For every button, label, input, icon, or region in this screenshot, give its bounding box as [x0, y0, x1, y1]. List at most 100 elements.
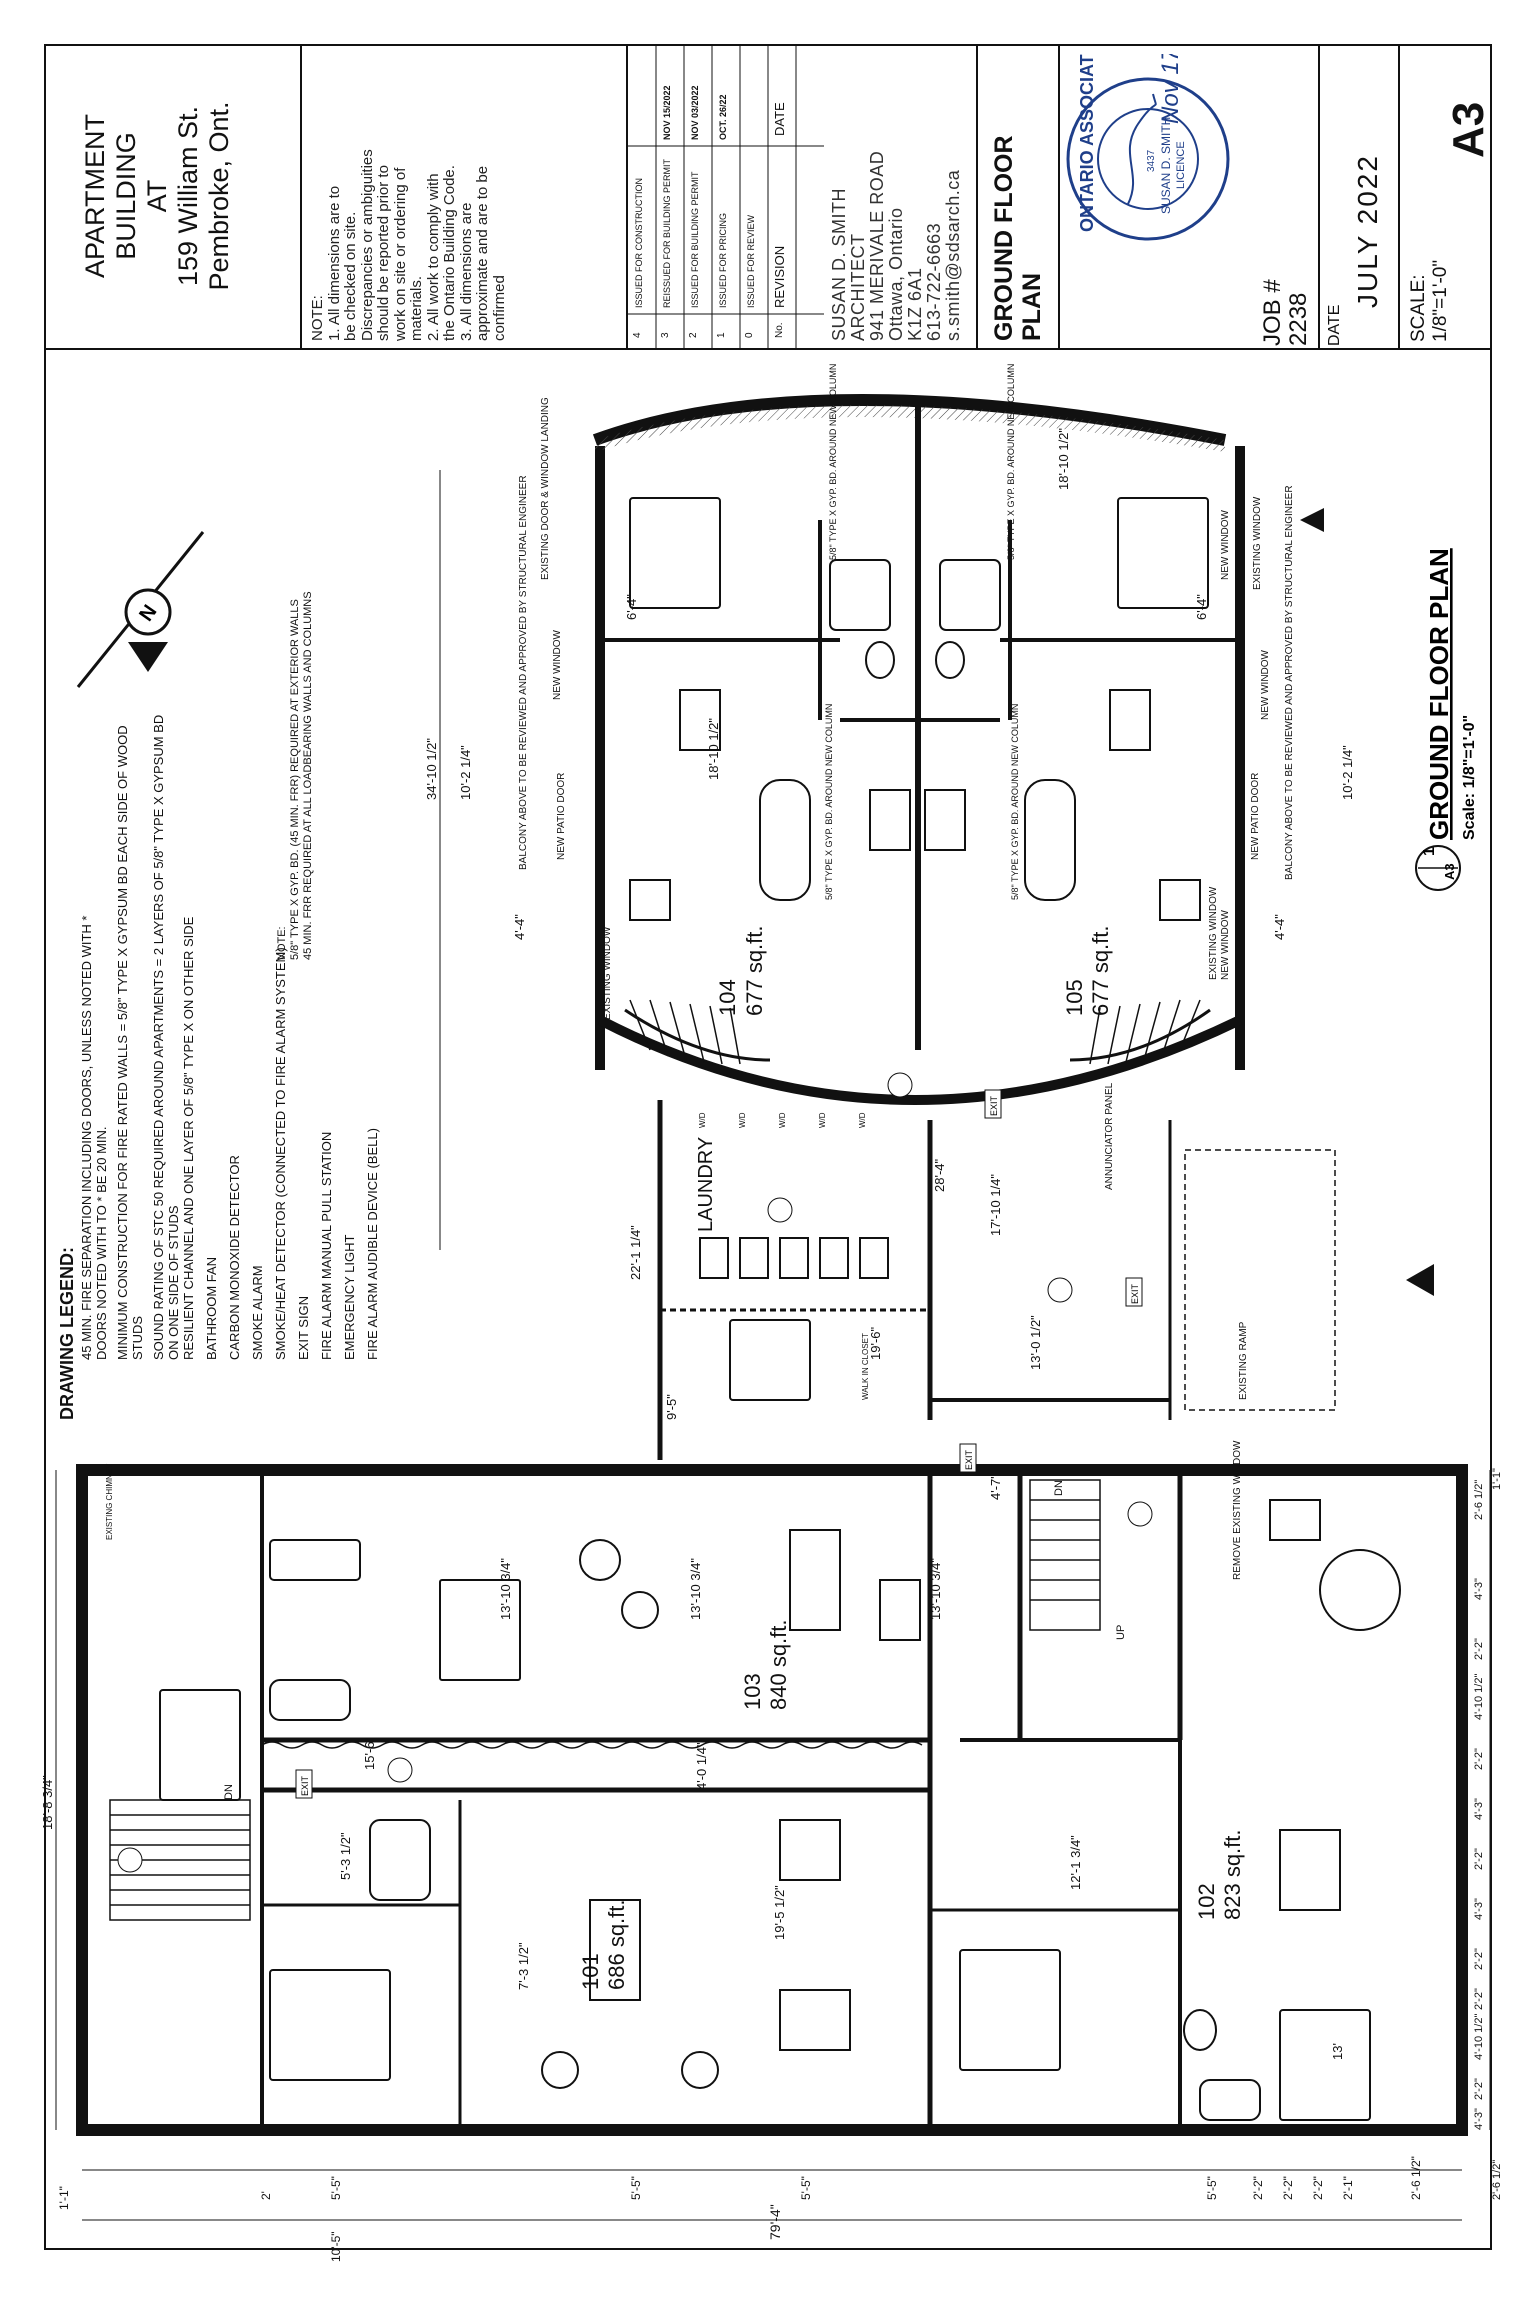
- fire-symbols: EXIT EXIT EXIT EXIT: [117, 1072, 1153, 1873]
- dim-13d: 13'-0 1/2": [1028, 1315, 1043, 1370]
- washer-dryer-icon: [779, 1237, 809, 1279]
- kitchen-island-icon: [759, 779, 811, 901]
- seal-signature-date: Nov 17/22: [1157, 54, 1184, 124]
- dim-13a: 13'-10 3/4": [498, 1558, 513, 1620]
- dim-right: 4'-10 1/2": [1473, 1674, 1485, 1720]
- washer-dryer-icon: [859, 1237, 889, 1279]
- stove-icon: [1269, 1499, 1321, 1541]
- dim-right: 4'-3": [1473, 1798, 1485, 1820]
- stove-icon: [924, 789, 966, 851]
- dim-15: 15'-6": [362, 1736, 377, 1770]
- new-window-label: NEW WINDOW: [1260, 649, 1271, 720]
- exit-sign-icon: [959, 1443, 977, 1473]
- existing-window-label: EXISTING WINDOW: [1208, 886, 1219, 980]
- ramp-outline: [1184, 1149, 1336, 1411]
- dimension-lines: [55, 470, 1491, 2221]
- new-window-label: NEW WINDOW: [1220, 909, 1231, 980]
- unit-102-area: 823 sq.ft.: [1220, 1829, 1245, 1920]
- plan-area: [44, 350, 1492, 2250]
- wd-label: W/D: [858, 1112, 867, 1128]
- dim-right: 2'-2": [1473, 2078, 1485, 2100]
- smoke-heat-detector-icon: [887, 1072, 913, 1098]
- sofa-icon: [589, 1899, 641, 2001]
- dim-17: 17'-10 1/4": [988, 1174, 1003, 1236]
- wd-label: W/D: [778, 1112, 787, 1128]
- washer-dryer-icon: [819, 1237, 849, 1279]
- plan-title-block: 1 A3 GROUND FLOOR PLAN Scale: 1/8"=1'-0": [1415, 548, 1478, 891]
- unit-105-area: 677 sq.ft.: [1088, 925, 1113, 1016]
- dim-4d: 4'-7": [988, 1474, 1003, 1500]
- sofa-icon: [679, 689, 721, 751]
- dim-bottom: 2'-6 1/2": [1409, 2156, 1423, 2200]
- right-dimensions: 2'-6 1/2" 4'-3" 2'-2" 4'-10 1/2" 2'-2" 4…: [1473, 1468, 1503, 2200]
- exit-sign-icon: [984, 1089, 1002, 1119]
- dim-right: 2'-6 1/2": [1491, 2160, 1503, 2200]
- dim-overall-width: 79'-4": [767, 2204, 783, 2240]
- dim-top-overall: 34'-10 1/2": [424, 738, 439, 800]
- dim-bottom: 2': [259, 2191, 273, 2200]
- unit-104-area: 677 sq.ft.: [742, 925, 767, 1016]
- dim-bottom: 5'-5": [629, 2176, 643, 2200]
- dim-7: 7'-3 1/2": [516, 1942, 531, 1990]
- dining-table-icon: [1159, 879, 1201, 921]
- chair-icon: [681, 2051, 719, 2089]
- wd-label: W/D: [698, 1112, 707, 1128]
- plan-scale: Scale: 1/8"=1'-0": [1461, 715, 1478, 840]
- dim-10b: 10'-2 1/4": [1340, 745, 1355, 800]
- kitchen-island-icon: [1024, 779, 1076, 901]
- bed-icon: [959, 1949, 1061, 2071]
- bathtub-icon: [269, 1679, 351, 1721]
- seal-name: SUSAN D. SMITH: [1159, 117, 1173, 214]
- bed-icon: [1117, 497, 1209, 609]
- plan-marker-number: 1: [1421, 847, 1438, 856]
- dim-right: 2'-2": [1473, 1848, 1485, 1870]
- dim-bottom: 5'-5": [1205, 2176, 1219, 2200]
- dim-12: 12'-1 3/4": [1068, 1835, 1083, 1890]
- toilet-icon: [935, 641, 965, 679]
- bathtub-icon: [829, 559, 891, 631]
- dim-bottom: 2'-2": [1251, 2176, 1265, 2200]
- exit-sign-label: EXIT: [964, 1449, 974, 1470]
- smoke-heat-detector-icon: [767, 1197, 793, 1223]
- dim-13b: 13'-10 3/4": [688, 1558, 703, 1620]
- seal-licence-number: 3437: [1146, 149, 1157, 172]
- unit-105-number: 105: [1062, 979, 1087, 1016]
- chair-icon: [621, 1591, 659, 1629]
- smoke-heat-detector-icon: [387, 1757, 413, 1783]
- dim-22: 22'-1 1/4": [628, 1225, 643, 1280]
- bed-icon: [159, 1689, 241, 1801]
- exit-sign-label: EXIT: [300, 1775, 310, 1796]
- kitchen-island-icon: [789, 1529, 841, 1631]
- rear-wing-furniture: [629, 497, 1209, 921]
- ramp-label: EXISTING RAMP: [1238, 1321, 1249, 1400]
- smoke-heat-detector-icon: [1047, 1277, 1073, 1303]
- unit-101-number: 101: [578, 1953, 603, 1990]
- dim-bottom: 10'-5": [329, 2231, 343, 2262]
- architect-seal: ONTARIO ASSOCIATION OF ARCHITECTS SUSAN …: [1066, 54, 1230, 241]
- dim-right: 2'-6 1/2": [1473, 1480, 1485, 1520]
- dining-table-icon: [629, 879, 671, 921]
- stair-up-label: UP: [1115, 1625, 1127, 1640]
- existing-window-label: EXISTING WINDOW: [602, 926, 613, 1020]
- exit-sign-icon: [1125, 1277, 1143, 1307]
- stove-icon: [779, 1819, 841, 1881]
- divider: [976, 46, 978, 348]
- sofa-icon: [439, 1579, 521, 1681]
- dimension-labels: 34'-10 1/2" 18'-8 3/4" 22'-1 1/4" 13'-10…: [40, 428, 1355, 2240]
- unit-102-number: 102: [1194, 1883, 1219, 1920]
- dim-right: 2'-2": [1473, 1988, 1485, 2010]
- gyp-column-note: 5/8" TYPE X GYP. BD. AROUND NEW COLUMN: [1006, 364, 1016, 560]
- dim-right: 4'-3": [1473, 2108, 1485, 2130]
- room-labels: LAUNDRY ANNUNCIATOR PANEL EXISTING RAMP …: [105, 364, 1295, 1800]
- patio-door-label: NEW PATIO DOOR: [1250, 773, 1261, 860]
- elevation-marker-icon: [1406, 1264, 1434, 1296]
- bed-icon: [729, 1319, 811, 1401]
- dim-bottom: 5'-5": [799, 2176, 813, 2200]
- annunciator-label: ANNUNCIATOR PANEL: [1104, 1082, 1115, 1190]
- stair-down-label: DN: [1053, 1480, 1065, 1496]
- stair-middle: [1029, 1479, 1101, 1631]
- dim-right: 4'-3": [1473, 1898, 1485, 1920]
- main-building: [76, 1464, 1468, 2136]
- divider: [1318, 46, 1320, 348]
- walk-in-closet-label: WALK IN CLOSET: [861, 1333, 870, 1400]
